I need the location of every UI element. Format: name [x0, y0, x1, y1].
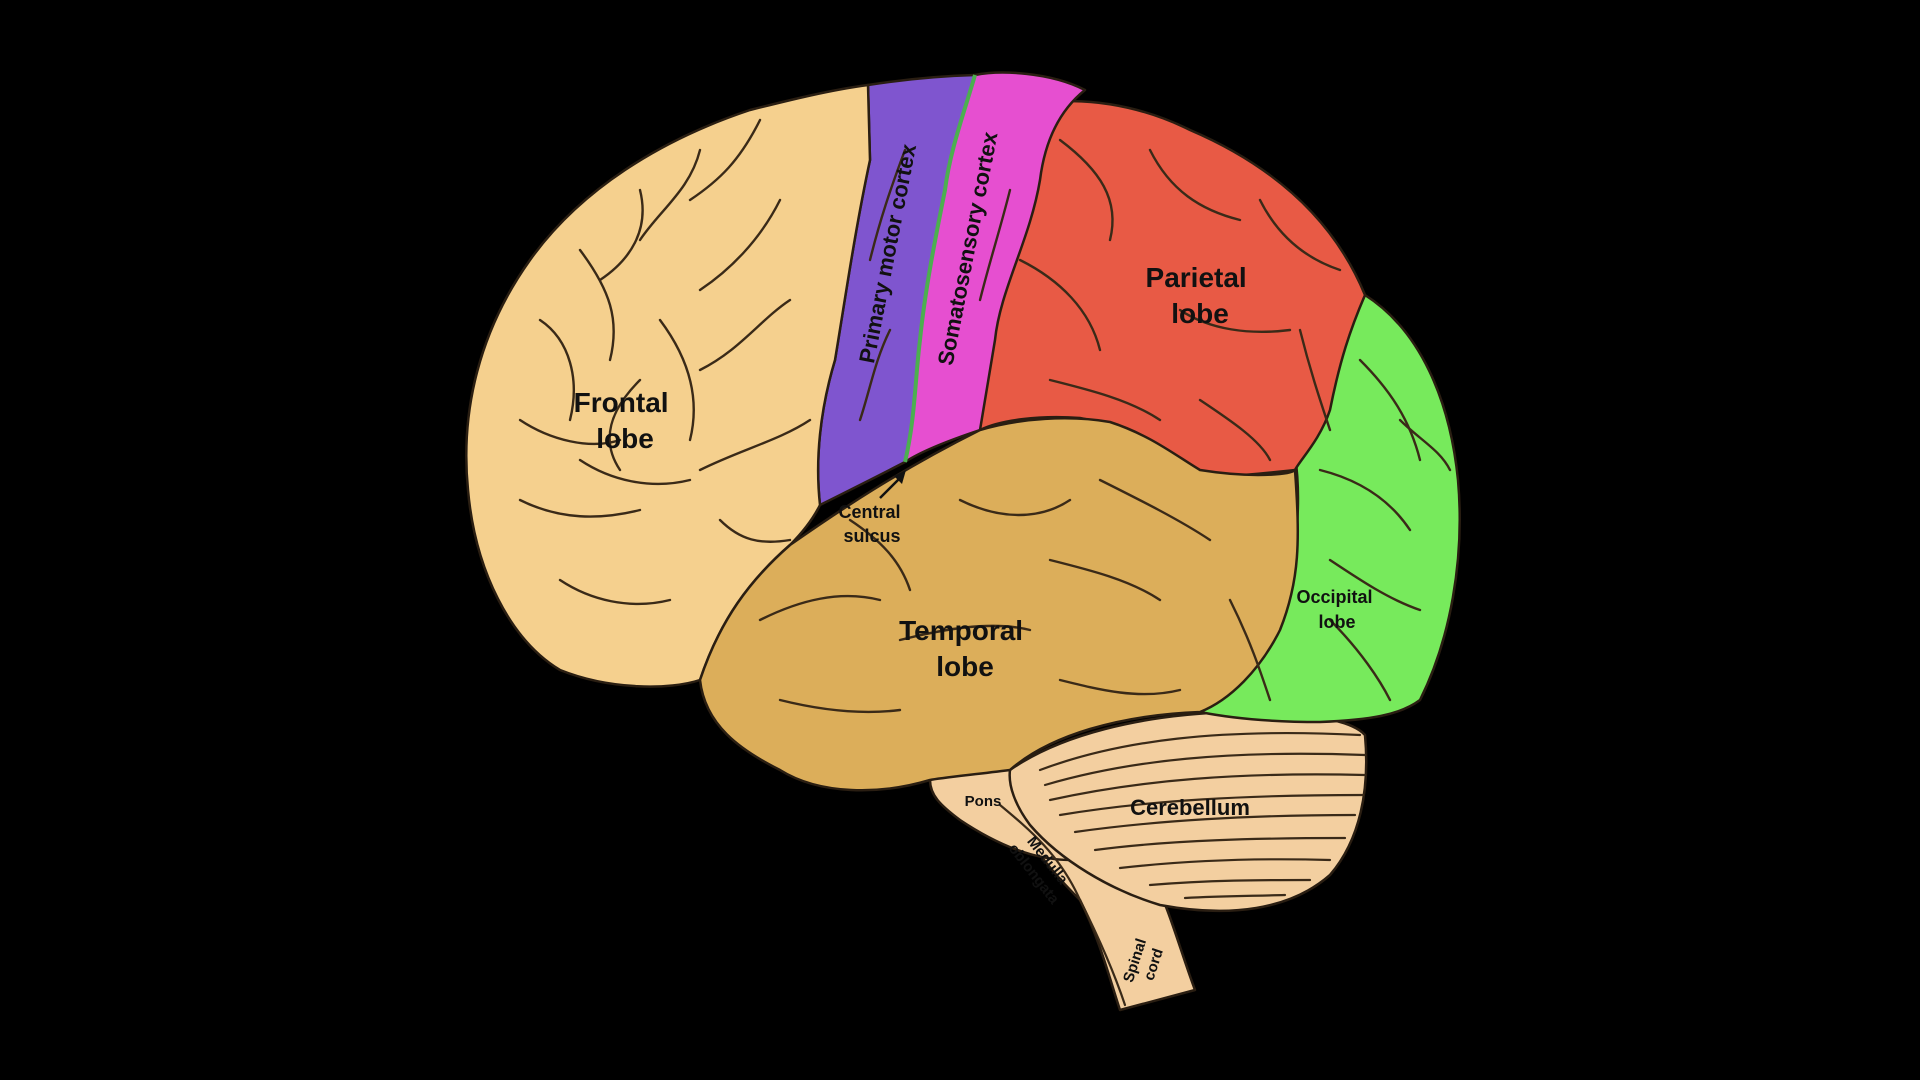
- pons-label: Pons: [965, 793, 1002, 810]
- cerebellum-region: [1008, 710, 1368, 913]
- central-sulcus-arrow: [879, 470, 906, 499]
- temporal-lobe-region: [698, 417, 1300, 792]
- gyral-sulci: [518, 118, 1452, 714]
- temporal-lobe-label: Temporal lobe: [899, 615, 1031, 682]
- cerebellum-label: Cerebellum: [1130, 795, 1250, 820]
- frontal-lobe-label: Frontal lobe: [574, 387, 677, 454]
- central-sulcus-line: [903, 74, 977, 463]
- cerebellum-folia: [1038, 731, 1367, 900]
- central-sulcus-label: Central sulcus: [838, 502, 905, 546]
- brainstem-lines: [998, 803, 1127, 1007]
- parietal-lobe-label: Parietal lobe: [1146, 262, 1255, 329]
- occipital-lobe-label: Occipital lobe: [1296, 587, 1377, 632]
- frontal-lobe-region: [465, 83, 872, 688]
